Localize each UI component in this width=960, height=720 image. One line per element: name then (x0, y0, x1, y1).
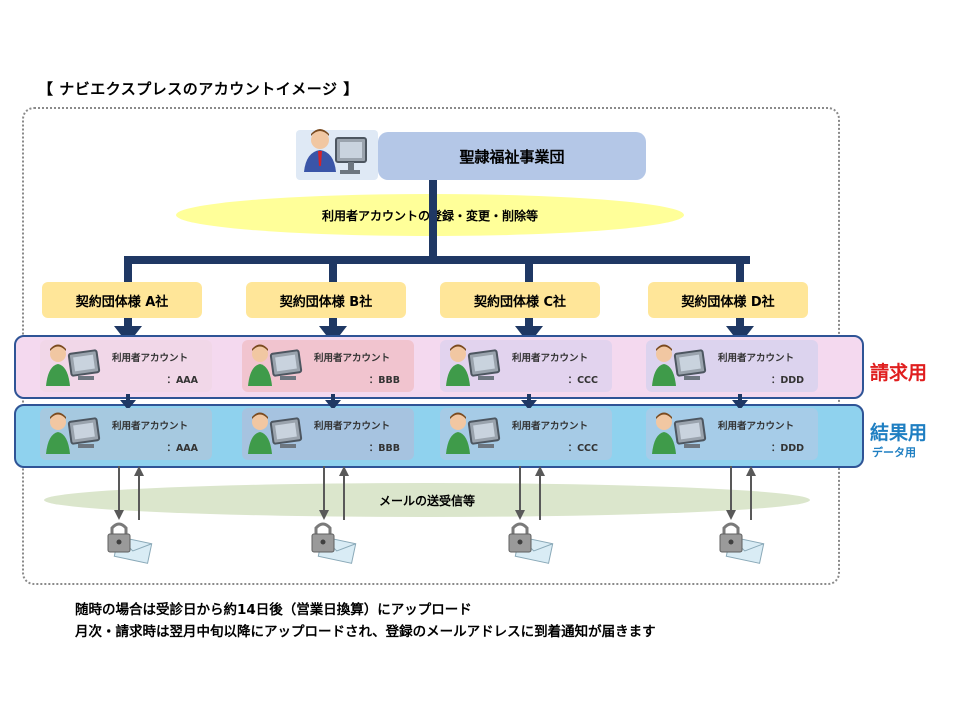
account-label: 利用者アカウント (718, 421, 795, 432)
account-label: 利用者アカウント (112, 421, 189, 432)
billing-account-d: 利用者アカウント ：DDD (646, 340, 818, 392)
user-at-computer-icon (446, 412, 501, 454)
company-box-d: 契約団体様 D社 (648, 282, 808, 318)
account-id: ：BBB (368, 375, 400, 386)
user-at-computer-icon (296, 129, 378, 180)
company-name: 契約団体様 B社 (279, 294, 373, 310)
mail-exchange-ellipse: メールの送受信等 (44, 483, 810, 517)
user-at-computer-icon (652, 412, 707, 454)
account-label: 利用者アカウント (314, 421, 391, 432)
user-at-computer-icon (248, 412, 303, 454)
results-side-label: 結果用 (870, 422, 928, 444)
company-box-a: 契約団体様 A社 (42, 282, 202, 318)
company-box-c: 契約団体様 C社 (440, 282, 600, 318)
account-label: 利用者アカウント (512, 421, 589, 432)
account-id: ：AAA (166, 443, 198, 454)
organization-box: 聖隷福祉事業団 (378, 132, 646, 180)
padlock-envelope-icon (508, 522, 554, 564)
account-id: ：AAA (166, 375, 198, 386)
account-label: 利用者アカウント (314, 353, 391, 364)
note-line-1: 随時の場合は受診日から約14日後（営業日換算）にアップロード (75, 602, 472, 618)
organization-name: 聖隷福祉事業団 (459, 147, 565, 166)
results-side-sublabel: データ用 (872, 446, 916, 459)
account-id: ：DDD (770, 443, 804, 454)
account-id: ：BBB (368, 443, 400, 454)
padlock-envelope-icon (719, 522, 765, 564)
results-account-b: 利用者アカウント ：BBB (242, 408, 414, 460)
account-id: ：CCC (567, 375, 598, 386)
user-at-computer-icon (446, 344, 501, 386)
user-at-computer-icon (46, 412, 101, 454)
billing-account-b: 利用者アカウント ：BBB (242, 340, 414, 392)
account-label: 利用者アカウント (112, 353, 189, 364)
billing-account-a: 利用者アカウント ：AAA (40, 340, 212, 392)
results-account-a: 利用者アカウント ：AAA (40, 408, 212, 460)
company-box-b: 契約団体様 B社 (246, 282, 406, 318)
mail-exchange-label: メールの送受信等 (378, 493, 475, 508)
padlock-envelope-icon (311, 522, 357, 564)
account-id: ：CCC (567, 443, 598, 454)
results-account-c: 利用者アカウント ：CCC (440, 408, 612, 460)
billing-account-c: 利用者アカウント ：CCC (440, 340, 612, 392)
account-id: ：DDD (770, 375, 804, 386)
user-at-computer-icon (248, 344, 303, 386)
results-account-d: 利用者アカウント ：DDD (646, 408, 818, 460)
account-label: 利用者アカウント (718, 353, 795, 364)
company-name: 契約団体様 D社 (681, 294, 775, 310)
user-at-computer-icon (652, 344, 707, 386)
note-line-2: 月次・請求時は翌月中旬以降にアップロードされ、登録のメールアドレスに到着通知が届… (75, 624, 656, 640)
company-name: 契約団体様 A社 (75, 294, 169, 310)
company-name: 契約団体様 C社 (473, 294, 567, 310)
diagram-title: 【 ナビエクスプレスのアカウントイメージ 】 (38, 80, 359, 98)
account-label: 利用者アカウント (512, 353, 589, 364)
user-at-computer-icon (46, 344, 101, 386)
billing-side-label: 請求用 (870, 362, 928, 384)
padlock-envelope-icon (107, 522, 153, 564)
